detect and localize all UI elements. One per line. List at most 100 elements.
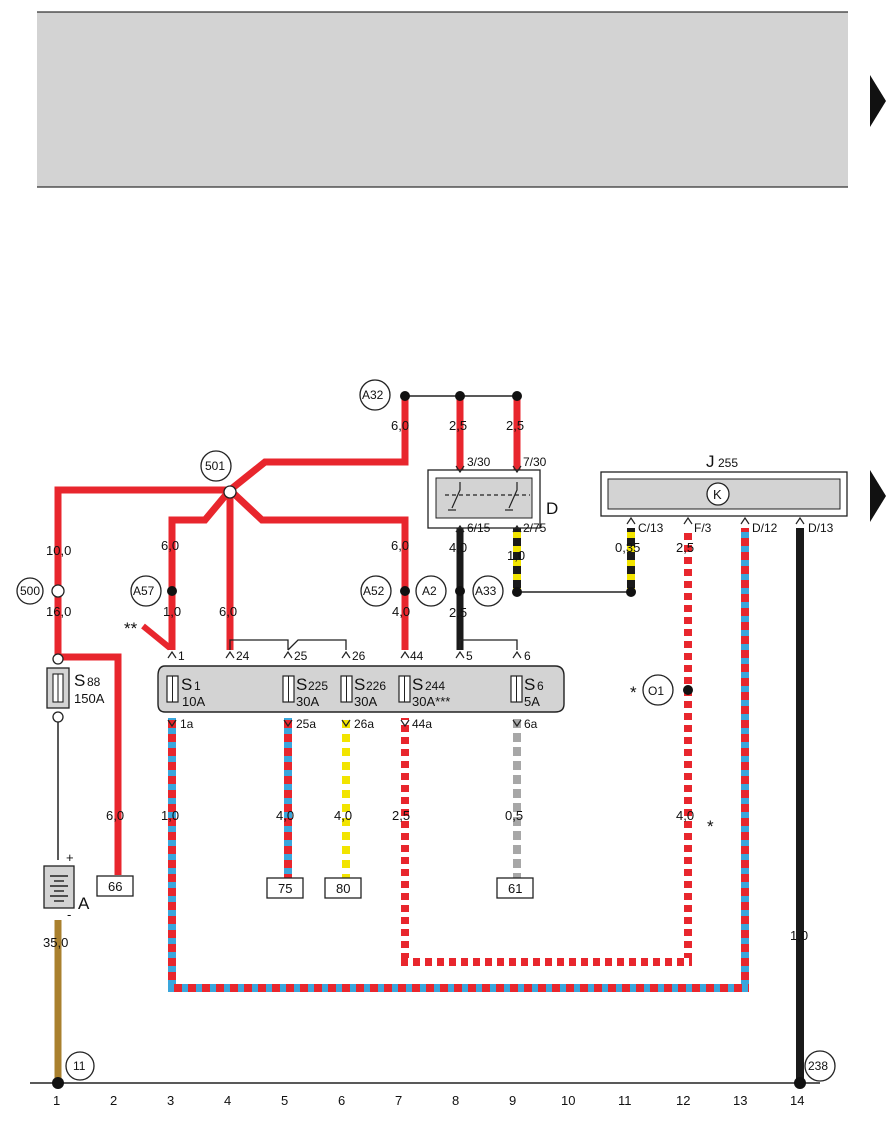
connector-500[interactable]: 500: [16, 577, 65, 605]
connector-o1[interactable]: O1: [642, 674, 693, 706]
wire-red-white-f3: [684, 528, 692, 960]
pin-25a-label: 25a: [296, 717, 316, 731]
wire-size-label: 2,5: [392, 808, 410, 823]
wire-grey-6a: [513, 718, 521, 878]
j255-sub: 255: [718, 456, 738, 470]
connector-11-label: 11: [73, 1059, 86, 1073]
fuse-s6-glyph: [510, 675, 523, 703]
fuse-s1-sub: 1: [194, 679, 201, 693]
terminal-75-label: 75: [278, 881, 292, 896]
fuse-s225-name: S: [296, 675, 307, 694]
terminal-66[interactable]: 66: [96, 875, 134, 897]
pin-5-label: 5: [466, 649, 473, 663]
wire-size-label: 6,0: [219, 604, 237, 619]
ruler: 1 2 3 4 5 6 7 8 9 10 11 12 13 14: [53, 1093, 804, 1108]
ruler-mark: 3: [167, 1093, 174, 1108]
connector-o1-label: O1: [648, 684, 664, 698]
j255-symbol: K: [713, 487, 722, 502]
ruler-mark: 1: [53, 1093, 60, 1108]
continue-arrow-mid-icon[interactable]: [870, 470, 886, 522]
j255-name: J: [706, 452, 715, 471]
pin-25-label: 25: [294, 649, 308, 663]
wire-size-label: 6,0: [391, 418, 409, 433]
wire-size-label: 2,5: [676, 540, 694, 555]
fuse-s244-rating: 30A***: [412, 694, 450, 709]
j255-pin-d13: D/13: [808, 521, 834, 535]
fuse-s1-rating: 10A: [182, 694, 205, 709]
connector-501[interactable]: 501: [200, 450, 237, 499]
s88-rating: 150A: [74, 691, 105, 706]
fuse-s6-rating: 5A: [524, 694, 540, 709]
ruler-mark: 10: [561, 1093, 575, 1108]
switch-d-contacts: [445, 482, 530, 511]
fuse-s225-sub: 225: [308, 679, 328, 693]
switch-d-pin-6-15: 6/15: [467, 521, 491, 535]
connector-a2[interactable]: A2: [415, 575, 447, 607]
wire-size-label: 2,5: [449, 418, 467, 433]
header-band: [37, 12, 848, 187]
pin-6-label: 6: [524, 649, 531, 663]
continue-arrow-top-icon[interactable]: [870, 75, 886, 127]
terminal-61[interactable]: 61: [496, 877, 534, 899]
terminal-80[interactable]: 80: [324, 877, 362, 899]
wire-size-label: 6,0: [161, 538, 179, 553]
connector-a33-label: A33: [475, 584, 497, 598]
wire-size-label: 4,0: [334, 808, 352, 823]
fuse-s226-name: S: [354, 675, 365, 694]
wire-red-blue-25a: [284, 718, 292, 878]
fuse-s225-glyph: [282, 675, 295, 703]
j255-pin-f3: F/3: [694, 521, 712, 535]
wire-red-star-stub: [141, 623, 172, 651]
fuse-pin-arrows: [167, 650, 522, 728]
connector-a57[interactable]: A57: [130, 575, 177, 607]
fuse-s226-rating: 30A: [354, 694, 377, 709]
fuse-s225-rating: 30A: [296, 694, 319, 709]
wire-red-trunk: [54, 486, 230, 657]
wire-red-501-s244: [227, 487, 409, 650]
connector-a33[interactable]: A33: [455, 575, 636, 607]
wire-red-blue-bottom: [168, 984, 749, 992]
wire-size-label: 4,0: [392, 604, 410, 619]
connector-238[interactable]: 238: [794, 1050, 836, 1089]
ruler-mark: 4: [224, 1093, 231, 1108]
battery-icon: [50, 875, 68, 902]
wire-size-label: 10,0: [46, 543, 71, 558]
connector-11[interactable]: 11: [52, 1051, 95, 1089]
s88-top-terminal: [52, 653, 64, 665]
terminal-75[interactable]: 75: [266, 877, 304, 899]
j255-symbol-circle: [706, 482, 730, 506]
connector-a32[interactable]: A32: [359, 379, 522, 411]
wire-red-white-44a: [401, 718, 409, 964]
wire-black-yellow-d-j: [513, 528, 521, 592]
switch-d-pin-arrows: [455, 465, 522, 533]
ruler-mark: 11: [618, 1093, 632, 1108]
ruler-mark: 6: [338, 1093, 345, 1108]
switch-d-body: [435, 477, 533, 519]
s88-sub: 88: [87, 675, 101, 689]
wire-size-label: 0,35: [615, 540, 640, 555]
connector-501-label: 501: [205, 459, 225, 473]
wire-size-label: 1,0: [507, 548, 525, 563]
wire-size-label: 16,0: [46, 604, 71, 619]
star-mark-o1: *: [630, 683, 637, 702]
wire-size-label: 2,5: [449, 605, 467, 620]
pin-44a-label: 44a: [412, 717, 432, 731]
wire-black-yellow-c13: [627, 528, 635, 592]
fuse-s1-glyph: [166, 675, 179, 703]
ruler-mark: 8: [452, 1093, 459, 1108]
battery-plus: +: [66, 850, 74, 865]
ruler-mark: 12: [676, 1093, 690, 1108]
terminal-66-label: 66: [108, 879, 122, 894]
wire-yellow-26a: [342, 718, 350, 878]
wire-size-label: 4,0: [676, 808, 694, 823]
wire-red-501-s1: [168, 487, 233, 650]
wire-size-label: 6,0: [391, 538, 409, 553]
connector-a2-label: A2: [422, 584, 437, 598]
pin-26-label: 26: [352, 649, 366, 663]
connector-a52[interactable]: A52: [360, 575, 410, 607]
s88-name: S: [74, 671, 85, 690]
wire-size-label: 0,5: [505, 808, 523, 823]
wire-red-501-a32: [227, 398, 409, 493]
switch-d-pin-2-75: 2/75: [523, 521, 547, 535]
